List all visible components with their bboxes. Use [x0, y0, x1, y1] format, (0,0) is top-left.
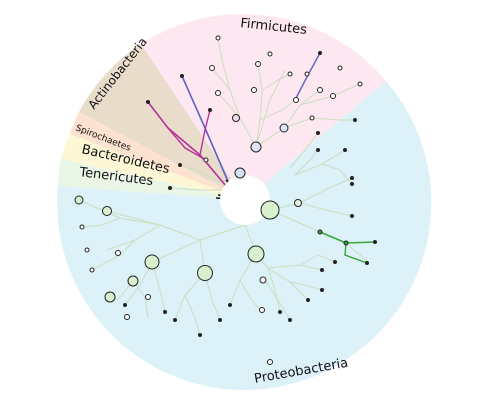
node — [168, 186, 172, 190]
node — [267, 51, 273, 57]
node — [146, 100, 150, 104]
sector-proteobacteria — [57, 81, 432, 390]
node — [316, 131, 320, 135]
node — [163, 310, 167, 314]
label-firmicutes: Firmicutes — [240, 16, 308, 38]
background-branches — [78, 37, 369, 336]
node — [304, 71, 310, 77]
node — [198, 333, 202, 337]
sector-bacteroidetes — [61, 134, 245, 200]
node — [215, 35, 221, 41]
node — [228, 303, 232, 307]
node — [267, 359, 273, 365]
node — [294, 199, 302, 207]
node — [259, 307, 265, 313]
node — [203, 157, 209, 163]
node — [104, 291, 116, 303]
node — [309, 115, 315, 121]
node — [353, 118, 357, 122]
node — [74, 195, 84, 205]
sector-firmicutes — [141, 14, 386, 201]
actinobacteria-highlight-branch — [147, 101, 227, 187]
node — [373, 240, 377, 244]
node — [250, 141, 262, 153]
node — [145, 294, 151, 300]
node — [89, 267, 95, 273]
node — [218, 318, 222, 322]
node — [178, 163, 182, 167]
node — [320, 288, 324, 292]
node — [102, 206, 112, 216]
node — [318, 51, 322, 55]
node — [279, 123, 289, 133]
node — [124, 314, 130, 320]
node — [180, 74, 184, 78]
node — [288, 318, 292, 322]
node — [247, 245, 265, 263]
tree-nodes — [74, 35, 377, 365]
node — [287, 71, 293, 77]
actinobacteria-highlight-branch-2 — [199, 109, 211, 156]
node — [317, 229, 323, 235]
sector-backgrounds — [57, 14, 432, 390]
actinobacteria-highlight-branch-3 — [167, 127, 207, 161]
node — [278, 310, 282, 314]
node — [350, 182, 354, 186]
node — [306, 298, 310, 302]
node — [316, 148, 320, 152]
node — [350, 176, 354, 180]
node — [255, 61, 261, 67]
sector-actinobacteria — [79, 44, 245, 200]
node — [115, 250, 121, 256]
proteobacteria-highlight-branch-2 — [344, 242, 368, 264]
node — [293, 97, 299, 103]
node — [260, 200, 280, 220]
node — [343, 240, 349, 246]
node — [330, 93, 336, 99]
node — [317, 87, 323, 93]
node — [84, 247, 90, 253]
node — [234, 167, 246, 179]
tree-center — [220, 175, 270, 225]
node — [333, 260, 337, 264]
node — [259, 276, 267, 284]
node — [144, 254, 160, 270]
node — [197, 265, 213, 281]
node — [357, 81, 363, 87]
node — [215, 90, 221, 96]
node — [127, 275, 139, 287]
node — [350, 214, 354, 218]
node — [209, 65, 215, 71]
node — [337, 65, 343, 71]
node — [173, 318, 177, 322]
node — [79, 224, 85, 230]
node — [251, 87, 257, 93]
node — [320, 268, 324, 272]
node — [365, 261, 369, 265]
node — [208, 108, 212, 112]
sector-spirochaetes — [70, 112, 245, 200]
node — [343, 148, 347, 152]
node — [232, 114, 240, 122]
node — [123, 303, 127, 307]
